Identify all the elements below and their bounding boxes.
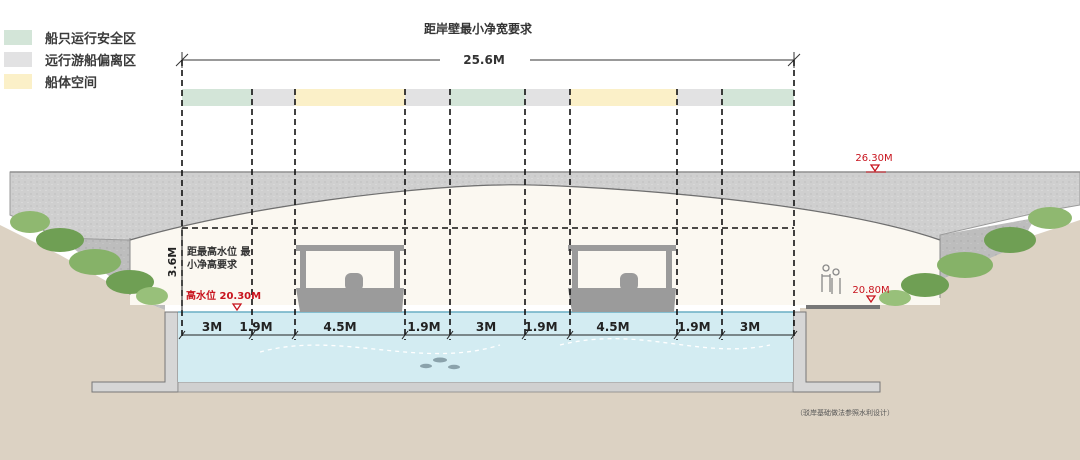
legend: 船只运行安全区 远行游船偏离区 船体空间 bbox=[4, 26, 136, 92]
ground bbox=[0, 225, 165, 460]
foundation-note: （驳岸基础做法参照水利设计） bbox=[796, 408, 894, 417]
segment-label: 1.9M bbox=[524, 320, 557, 334]
legend-item-hull-space: 船体空间 bbox=[4, 70, 136, 92]
diagram-title: 距岸壁最小净宽要求 bbox=[424, 21, 533, 36]
legend-label: 船体空间 bbox=[45, 75, 98, 91]
legend-swatch bbox=[4, 51, 32, 67]
clearance-label-line2: 小净高要求 bbox=[186, 258, 238, 271]
legend-label: 远行游船偏离区 bbox=[45, 53, 137, 69]
fish-icon bbox=[420, 357, 460, 370]
ground-right bbox=[800, 220, 1080, 460]
deck-elevation-label: 26.30M bbox=[855, 153, 892, 164]
bank-elevation-marker bbox=[865, 295, 877, 304]
total-width-label: 25.6M bbox=[463, 53, 505, 67]
river-water bbox=[178, 312, 793, 382]
clearance-height-label: 3.6M bbox=[166, 247, 179, 277]
boat-right bbox=[568, 245, 676, 312]
segment-label: 1.9M bbox=[677, 320, 710, 334]
deck-elevation-marker bbox=[869, 164, 881, 173]
legend-swatch bbox=[4, 29, 32, 45]
clearance-label-line1: 距最高水位 最 bbox=[187, 245, 251, 258]
legend-label: 船只运行安全区 bbox=[45, 31, 137, 47]
pedestrians-icon bbox=[821, 264, 841, 294]
legend-item-safe-zone: 船只运行安全区 bbox=[4, 26, 136, 48]
segment-label: 1.9M bbox=[239, 320, 272, 334]
legend-swatch bbox=[4, 73, 32, 89]
boat-left bbox=[296, 245, 404, 312]
segment-label: 3M bbox=[476, 320, 496, 334]
high-water-label: 高水位 20.30M bbox=[186, 289, 261, 302]
segment-label: 3M bbox=[740, 320, 760, 334]
segment-label: 4.5M bbox=[323, 320, 356, 334]
clearance-zone-strip bbox=[182, 89, 794, 106]
segment-label: 3M bbox=[202, 320, 222, 334]
high-water-marker bbox=[231, 303, 243, 312]
segment-label: 1.9M bbox=[407, 320, 440, 334]
shrubs-right bbox=[879, 207, 1072, 306]
shrubs-left bbox=[10, 211, 168, 305]
segment-label: 4.5M bbox=[596, 320, 629, 334]
bank-elevation-label: 20.80M bbox=[852, 285, 889, 296]
legend-item-deviation-zone: 远行游船偏离区 bbox=[4, 48, 136, 70]
